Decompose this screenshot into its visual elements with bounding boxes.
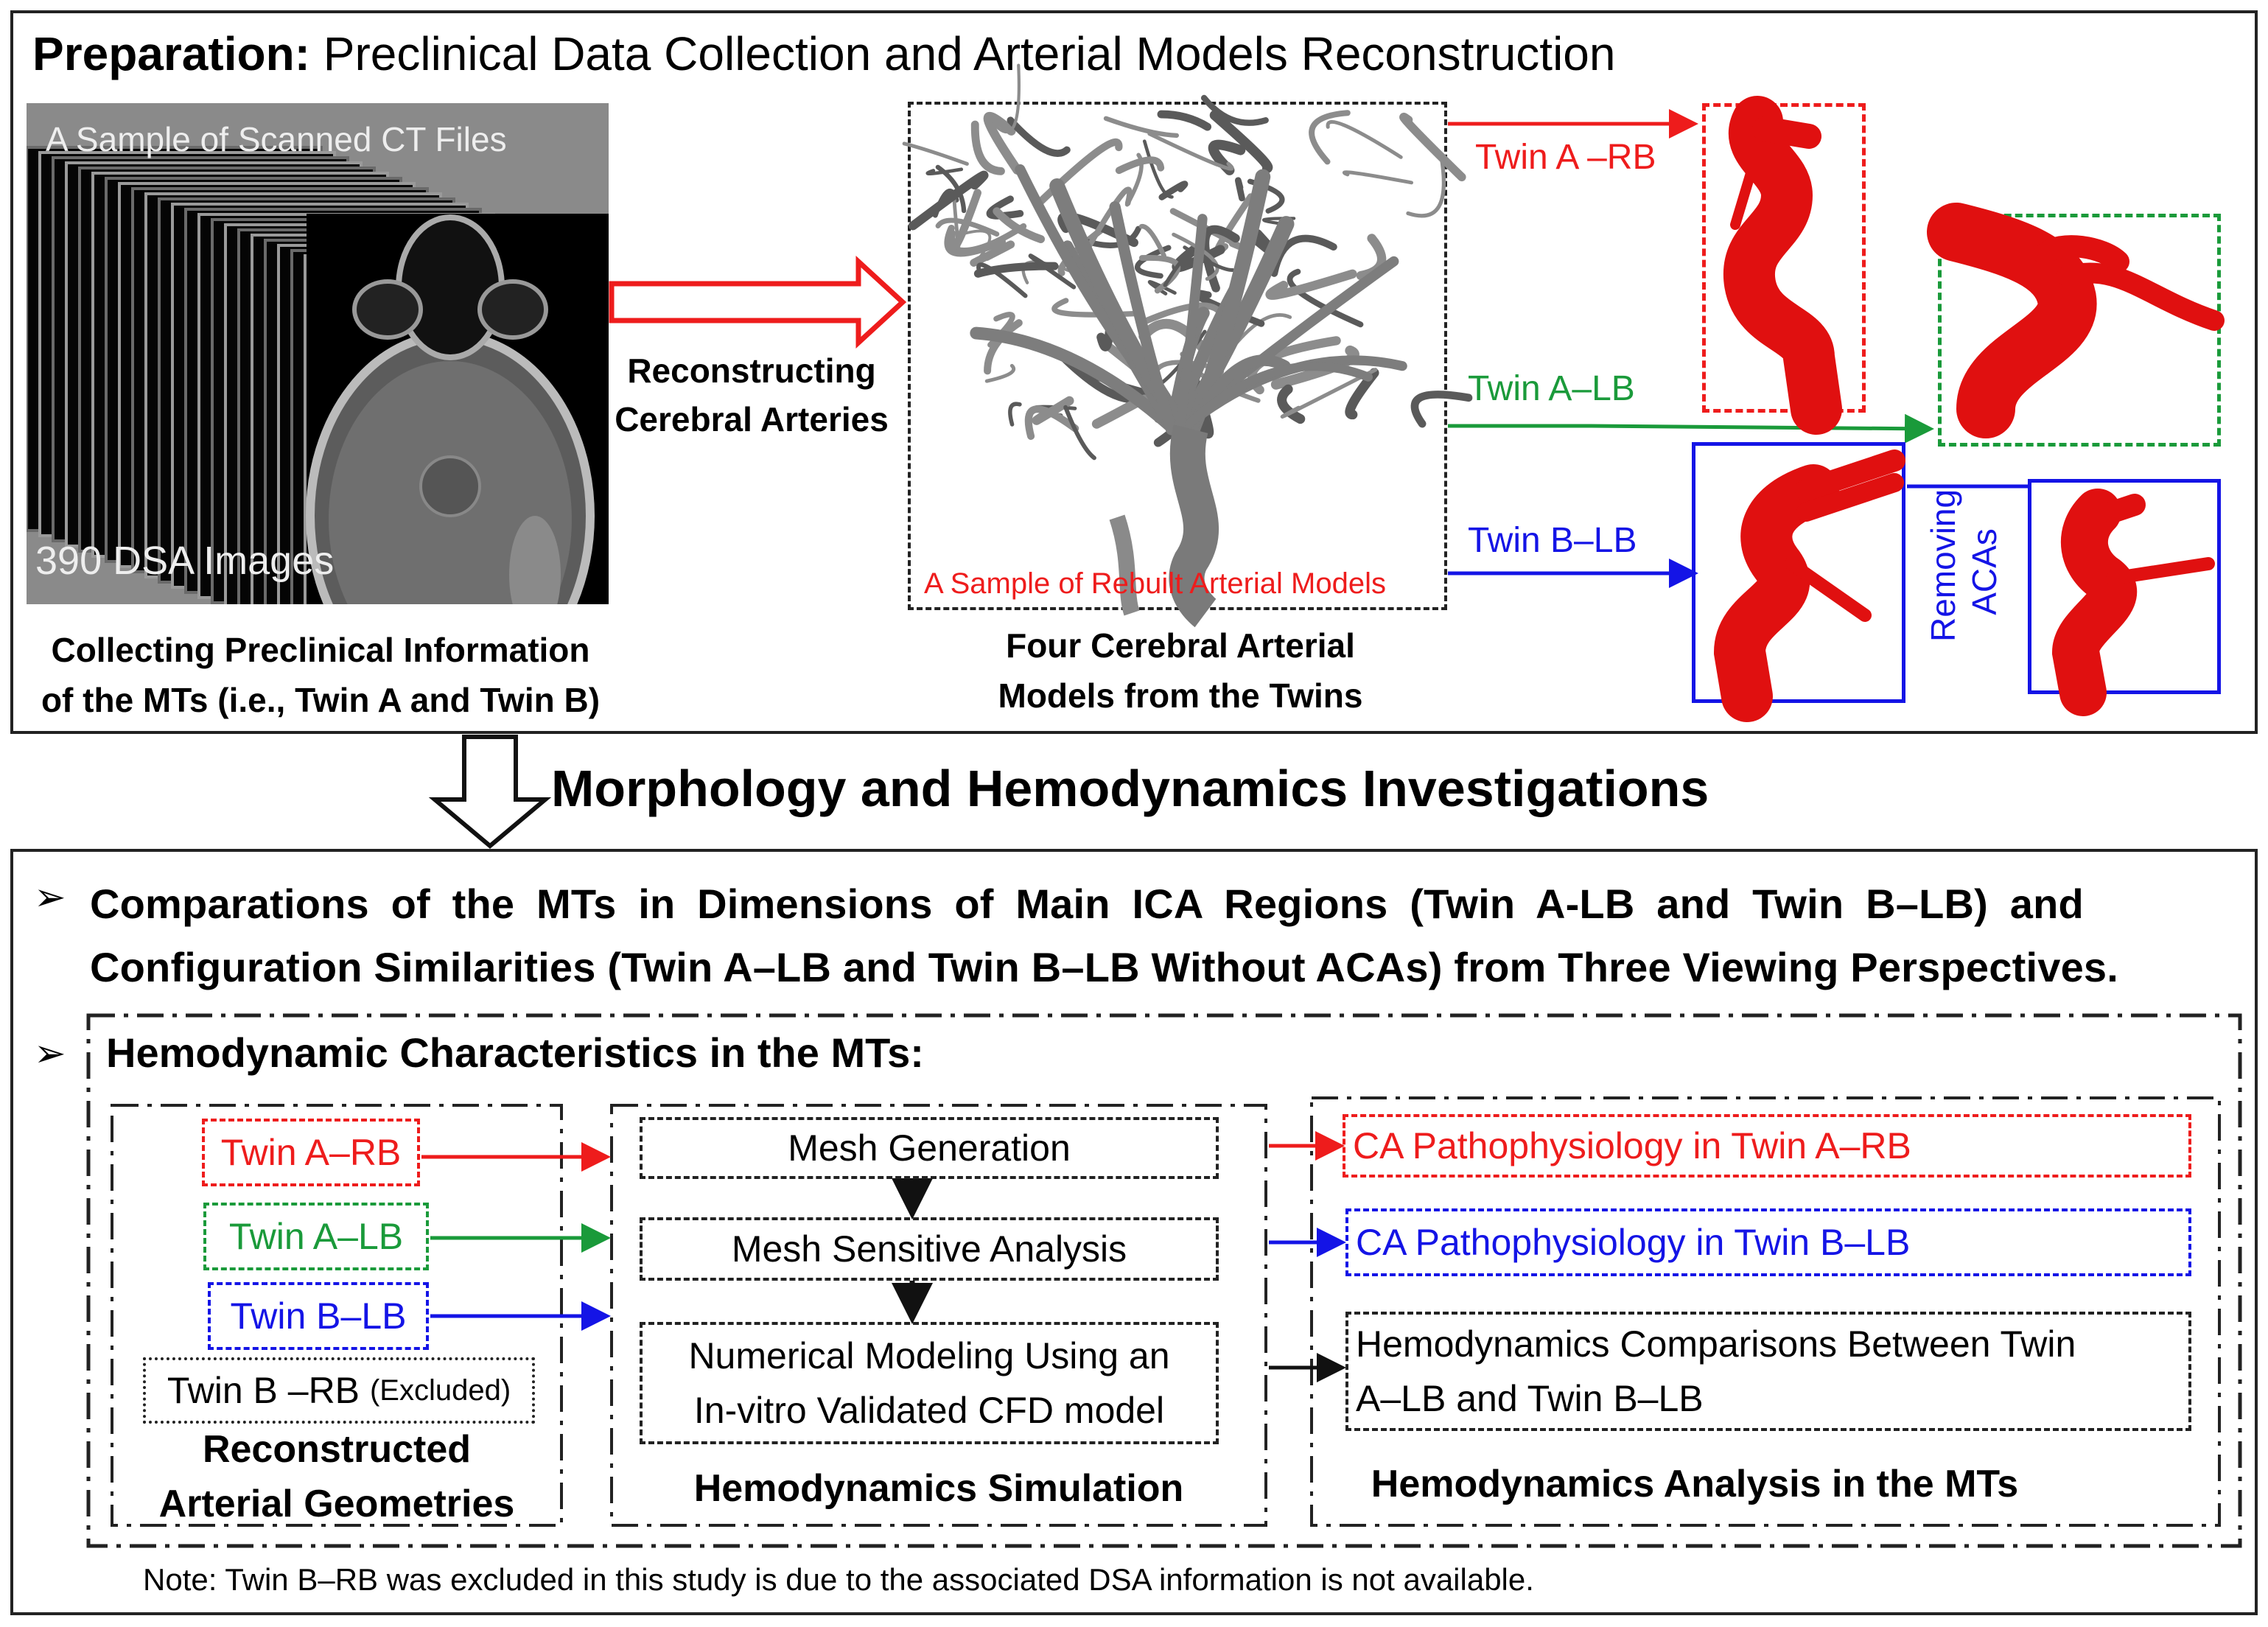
twin-a-lb-model-image: [1927, 203, 2225, 447]
sim-numerical-modeling: Numerical Modeling Using an In-vitro Val…: [640, 1322, 1219, 1444]
bullet-2-marker: ➢: [34, 1032, 66, 1075]
sim-numerical-modeling-line-2: In-vitro Validated CFD model: [693, 1390, 1165, 1431]
preparation-title-rest: Preclinical Data Collection and Arterial…: [309, 27, 1616, 80]
dsa-count-label: 390 DSA Images: [35, 539, 335, 583]
reconstruct-label: Reconstructing Cerebral Arteries: [604, 346, 899, 444]
twin-b-lb-no-acas-artery: [2051, 489, 2215, 716]
bullet-2-text: Hemodynamic Characteristics in the MTs:: [106, 1029, 924, 1076]
twin-a-rb-label: Twin A –RB: [1475, 138, 1656, 177]
geo-twin-b-lb: Twin B–LB: [208, 1282, 429, 1350]
twin-b-lb-artery: [1713, 449, 1905, 722]
rebuilt-models-image: A Sample of Rebuilt Arterial Models: [902, 63, 1473, 628]
bullet-1-text: Comparations of the MTs in Dimensions of…: [90, 872, 2118, 999]
sim-mesh-generation: Mesh Generation: [640, 1117, 1219, 1179]
analysis-frame: [1310, 1096, 2221, 1527]
ana-comparisons-line-1: Hemodynamics Comparisons Between Twin: [1356, 1323, 2076, 1365]
twin-b-lb-label: Twin B–LB: [1468, 521, 1637, 560]
ana-comparisons-line-2: A–LB and Twin B–LB: [1356, 1378, 1704, 1419]
simulation-caption: Hemodynamics Simulation: [693, 1467, 1184, 1510]
preparation-panel: [10, 10, 2258, 734]
models-caption-line-1: Four Cerebral Arterial: [1006, 626, 1355, 665]
analysis-caption: Hemodynamics Analysis in the MTs: [1371, 1463, 2019, 1505]
ct-scan-stack-image: A Sample of Scanned CT Files 390 DSA Ima…: [27, 103, 609, 604]
geo-twin-b-rb-excluded: Twin B –RB (Excluded): [143, 1357, 535, 1424]
collect-caption: Collecting Preclinical Information of th…: [15, 625, 626, 725]
vessel-tree-graphic: [902, 63, 1473, 628]
bullet-1-line-2: Configuration Similarities (Twin A–LB an…: [90, 944, 2119, 990]
preparation-title: Preparation: Preclinical Data Collection…: [32, 27, 1615, 81]
geometries-caption-line-2: Arterial Geometries: [158, 1483, 515, 1525]
geometries-frame: [111, 1104, 563, 1527]
reconstruct-label-line-1: Reconstructing: [627, 351, 876, 390]
ct-stack-graphic: [27, 146, 609, 604]
bullet-1-line-1: Comparations of the MTs in Dimensions of…: [90, 881, 2084, 927]
twin-a-lb-artery: [1927, 203, 2225, 438]
reconstruct-hollow-arrow: [609, 256, 907, 349]
investigations-heading: Morphology and Hemodynamics Investigatio…: [551, 760, 1709, 817]
collect-caption-line-1: Collecting Preclinical Information: [51, 631, 590, 669]
collect-caption-line-2: of the MTs (i.e., Twin A and Twin B): [41, 681, 601, 719]
geo-twin-b-rb-label: Twin B –RB: [167, 1370, 360, 1411]
bullet-1-marker: ➢: [34, 876, 66, 919]
preparation-title-bold: Preparation:: [32, 27, 310, 80]
twin-a-lb-label: Twin A–LB: [1468, 369, 1635, 408]
geometries-caption-line-1: Reconstructed: [202, 1428, 472, 1471]
twin-b-lb-no-acas-image: [2028, 479, 2221, 716]
models-caption-line-2: Models from the Twins: [998, 676, 1363, 715]
ana-ca-twin-b-lb: CA Pathophysiology in Twin B–LB: [1345, 1208, 2191, 1276]
ct-sample-label: A Sample of Scanned CT Files: [46, 120, 507, 158]
geo-twin-a-lb: Twin A–LB: [203, 1203, 429, 1270]
simulation-frame: [610, 1104, 1267, 1527]
geo-twin-a-rb: Twin A–RB: [202, 1119, 420, 1186]
reconstruct-label-line-2: Cerebral Arteries: [615, 400, 889, 438]
footnote: Note: Twin B–RB was excluded in this stu…: [143, 1562, 1534, 1597]
hemodynamics-frame: [86, 1013, 2242, 1548]
sim-mesh-sensitive-analysis: Mesh Sensitive Analysis: [640, 1217, 1219, 1281]
twin-a-rb-artery: [1723, 96, 1842, 435]
ana-comparisons: Hemodynamics Comparisons Between Twin A–…: [1345, 1312, 2191, 1431]
down-hollow-arrow: [428, 735, 552, 849]
geometries-caption: Reconstructed Arterial Geometries: [112, 1422, 561, 1531]
twin-b-lb-model-image: [1692, 442, 1905, 722]
models-caption: Four Cerebral Arterial Models from the T…: [908, 620, 1453, 721]
rebuilt-sample-label: A Sample of Rebuilt Arterial Models: [924, 567, 1386, 600]
geo-excluded-label: (Excluded): [369, 1374, 511, 1407]
investigations-panel: [10, 849, 2258, 1615]
ana-ca-twin-a-rb: CA Pathophysiology in Twin A–RB: [1343, 1114, 2191, 1178]
sim-numerical-modeling-line-1: Numerical Modeling Using an: [688, 1335, 1170, 1376]
twin-a-rb-model-image: [1702, 96, 1866, 435]
